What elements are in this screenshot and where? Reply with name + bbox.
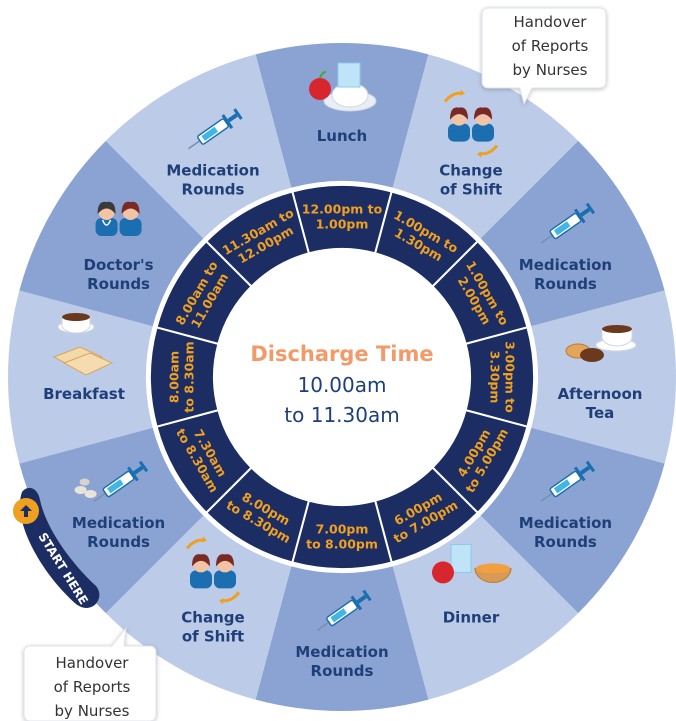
callout-top-line1: Handover [514, 13, 588, 31]
segment-label: Rounds [182, 181, 245, 199]
segment-label: Rounds [87, 275, 150, 293]
pills-syringe-icon [74, 460, 149, 502]
segment-label: Rounds [87, 533, 150, 551]
segment-label: Breakfast [43, 385, 125, 403]
doctor-icon [95, 201, 142, 236]
segment-label: Lunch [317, 127, 368, 145]
dinner-icon [432, 543, 512, 584]
segment-label: Doctor's [84, 256, 154, 274]
segment-label: Medication [166, 162, 259, 180]
time-label: to 8.00pm [306, 537, 378, 552]
segment-label: Dinner [443, 608, 500, 626]
segment-label: Rounds [534, 275, 597, 293]
time-label: 7.00pm [316, 522, 369, 537]
time-label: 3.30pm [488, 351, 503, 404]
segment-label: Medication [519, 514, 612, 532]
segment-9 [7, 290, 153, 464]
syringe-icon [540, 460, 596, 502]
segment-label: of Shift [182, 627, 244, 645]
center-time-line1: 10.00am [298, 373, 387, 397]
time-label: 8.00am [167, 351, 182, 403]
syringe-icon [316, 589, 372, 631]
segment-0 [255, 42, 429, 188]
segment-7 [105, 515, 292, 700]
segment-label: Rounds [311, 662, 374, 680]
center-time-line2: to 11.30am [284, 403, 399, 427]
callout-bottom-line2: of Reports [54, 678, 131, 696]
callout-top-line2: of Reports [512, 37, 589, 55]
segment-label: Medication [295, 643, 388, 661]
afternoon-tea-icon [565, 325, 637, 362]
change-of-shift-icon [185, 536, 241, 605]
center-title: Discharge Time [250, 342, 433, 366]
segment-6 [255, 566, 429, 711]
callout-bottom-line1: Handover [56, 654, 130, 672]
time-label: to 8.30am [182, 341, 197, 412]
segment-label: Rounds [534, 533, 597, 551]
handover-callout-bottom: Handover of Reports by Nurses [23, 626, 157, 721]
breakfast-icon [52, 313, 114, 376]
time-label: 12.00pm to [302, 202, 383, 217]
segment-4 [480, 427, 665, 614]
segment-11 [105, 54, 292, 239]
callout-top-line3: by Nurses [513, 61, 588, 79]
segment-label: of Shift [440, 181, 502, 199]
segment-5 [392, 515, 579, 700]
syringe-icon [540, 202, 596, 244]
segment-label: Medication [519, 256, 612, 274]
segment-2 [480, 140, 665, 327]
segment-label: Change [181, 608, 244, 626]
segment-1 [392, 54, 579, 239]
callout-bottom-line3: by Nurses [55, 702, 130, 720]
time-label: 1.00pm [316, 217, 369, 232]
segment-label: Afternoon [558, 385, 643, 403]
handover-callout-top: Handover of Reports by Nurses [481, 7, 607, 106]
segment-3 [531, 290, 676, 464]
segment-8 [19, 427, 204, 614]
time-label: 3.00pm to [503, 341, 518, 413]
syringe-icon [187, 108, 243, 150]
segment-label: Medication [72, 514, 165, 532]
segment-label: Change [439, 162, 502, 180]
lunch-icon [309, 62, 377, 112]
segment-label: Tea [586, 404, 615, 422]
segment-icons [52, 62, 637, 631]
change-of-shift-icon [443, 89, 499, 158]
center-disc [214, 249, 470, 505]
